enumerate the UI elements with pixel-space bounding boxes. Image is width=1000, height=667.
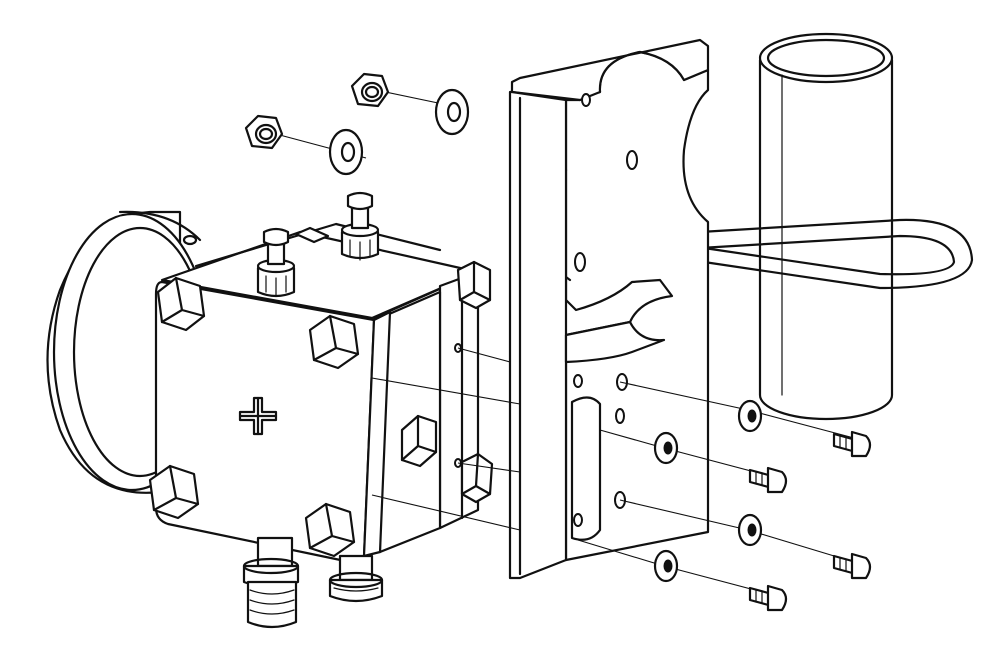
flange-bolt-top-right <box>308 314 360 370</box>
washer-5 <box>737 513 763 547</box>
flange-bolt-bottom-right <box>304 502 356 558</box>
hex-nut-1 <box>244 114 284 150</box>
transmitter-body <box>46 191 494 629</box>
process-connector-right <box>328 554 384 603</box>
washer-3 <box>737 399 763 433</box>
mounting-bolt-4 <box>748 584 788 612</box>
flange-bolt-rear-bottom <box>460 452 494 504</box>
washer-1 <box>328 128 364 176</box>
lower-washers <box>653 399 763 583</box>
process-connector-left <box>242 536 300 629</box>
vent-valve-right <box>340 191 380 261</box>
side-hex-bolt <box>400 414 438 468</box>
flange-bolt-top-left <box>156 276 206 332</box>
mounting-bolt-1 <box>832 430 872 458</box>
washer-4 <box>653 431 679 465</box>
flange-bolt-rear-top <box>456 260 492 310</box>
vent-valve-left <box>256 227 296 298</box>
flange-bolt-bottom-left <box>148 464 200 520</box>
mounting-bolt-2 <box>748 466 788 494</box>
mounting-bolt-3 <box>832 552 872 580</box>
upper-hardware <box>244 72 470 176</box>
mounting-bolts <box>748 430 872 612</box>
mounting-bracket <box>508 38 710 580</box>
hex-nut-2 <box>350 72 390 108</box>
washer-6 <box>653 549 679 583</box>
washer-2 <box>434 88 470 136</box>
